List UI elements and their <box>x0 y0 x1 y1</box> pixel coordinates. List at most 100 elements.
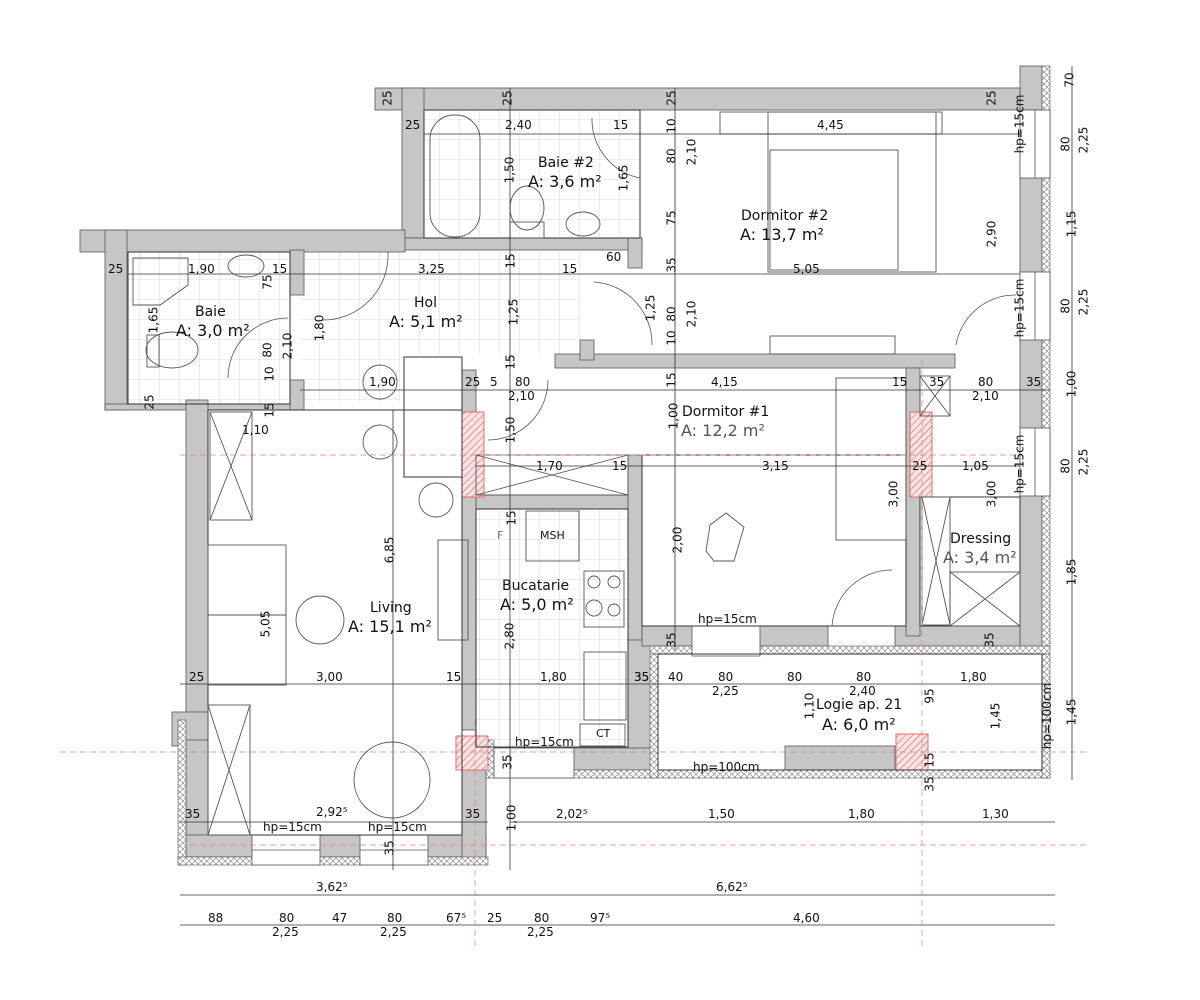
dim-bottom-130: 1,30 <box>982 807 1009 821</box>
dim-b2-80a: 80 <box>279 911 295 925</box>
dim-hol-15a: 15 <box>503 253 518 269</box>
note-hp-window-3: hp=15cm <box>1012 434 1027 494</box>
dim-logie-80b: 80 <box>787 670 803 684</box>
dim-bottom-2025: 2,02⁵ <box>556 807 588 821</box>
dim-d1-150: 1,50 <box>503 416 518 444</box>
dim-v-10b: 10 <box>664 330 679 346</box>
dim-d1-25: 25 <box>912 459 928 473</box>
dim-d1-210: 2,10 <box>972 389 999 403</box>
dim-door-125: 1,25 <box>643 294 658 322</box>
dim-dressing-300: 3,00 <box>984 480 999 508</box>
dim-b2-975: 97⁵ <box>590 911 611 925</box>
dim-hol-325: 3,25 <box>418 262 445 276</box>
note-hp-living-2: hp=15cm <box>368 820 427 834</box>
room-baie-area: A: 3,0 m² <box>176 321 250 340</box>
dim-d1-300: 3,00 <box>886 480 901 508</box>
dim-logie-35b: 35 <box>922 776 937 792</box>
dim-right-70: 70 <box>1062 72 1077 88</box>
dim-b2-88: 88 <box>208 911 224 925</box>
dim-d1-35: 35 <box>929 375 945 389</box>
note-hp-logie: hp=100cm <box>693 760 760 774</box>
dim-d1-15a: 15 <box>664 372 679 388</box>
dim-living-15b: 15 <box>446 670 462 684</box>
dim-kitchen-35b: 35 <box>500 754 515 770</box>
dim-b2-25: 25 <box>487 911 503 925</box>
note-hp-kitchen: hp=15cm <box>515 735 574 749</box>
dim-logie-225: 2,25 <box>712 684 739 698</box>
dim-baie-75: 75 <box>260 274 275 290</box>
dim-d1-80: 80 <box>978 375 994 389</box>
room-logie-name: Logie ap. 21 <box>816 697 903 713</box>
dim-b2-225b: 2,25 <box>380 925 407 939</box>
dim-hol-210: 2,10 <box>508 389 535 403</box>
room-baie-2-area: A: 3,6 m² <box>528 172 602 191</box>
dim-hol-15b: 15 <box>503 354 518 370</box>
room-hol-area: A: 5,1 m² <box>389 312 463 331</box>
dim-logie-145: 1,45 <box>988 702 1003 730</box>
dim-right-225b: 2,25 <box>1076 288 1091 316</box>
dim-logie-35c: 35 <box>664 632 679 648</box>
dim-hol-125: 1,25 <box>506 298 521 326</box>
dim-baie-25: 25 <box>108 262 124 276</box>
dim-top-25c: 25 <box>500 90 515 106</box>
dim-v-80b: 80 <box>664 306 679 322</box>
dim-v-80a: 80 <box>664 148 679 164</box>
doors <box>227 117 1017 627</box>
note-hp-dormitor1: hp=15cm <box>698 612 757 626</box>
room-dressing-area: A: 3,4 m² <box>943 548 1017 567</box>
note-hp-window-2: hp=15cm <box>1012 278 1027 338</box>
dim-dormitor2-505: 5,05 <box>793 262 820 276</box>
room-dressing-name: Dressing <box>950 531 1012 547</box>
room-hol-name: Hol <box>414 295 437 311</box>
dim-hol-5: 5 <box>490 375 498 389</box>
dim-kitchen-15: 15 <box>504 510 519 526</box>
dim-d1-170: 1,70 <box>536 459 563 473</box>
dim-living-300: 3,00 <box>316 670 343 684</box>
dim-right-80b: 80 <box>1058 298 1073 314</box>
dim-b2-675: 67⁵ <box>446 911 467 925</box>
note-hp-living-1: hp=15cm <box>263 820 322 834</box>
fixture-msh: MSH <box>540 529 565 542</box>
dim-baie-15: 15 <box>272 262 288 276</box>
dim-b2-460: 4,60 <box>793 911 820 925</box>
dim-logie-80a: 80 <box>718 670 734 684</box>
dim-d1-100: 1,00 <box>666 402 681 430</box>
dim-total-left: 3,62⁵ <box>316 880 348 894</box>
room-outlines <box>127 109 1043 836</box>
room-dormitor-1-name: Dormitor #1 <box>682 404 770 420</box>
room-bucatarie-area: A: 5,0 m² <box>500 595 574 614</box>
dim-dormitor2-290: 2,90 <box>984 220 999 248</box>
dim-d1-15c: 15 <box>612 459 628 473</box>
room-baie-2-name: Baie #2 <box>538 155 594 171</box>
dim-kitchen-180: 1,80 <box>540 670 567 684</box>
dim-living-35c: 35 <box>382 840 397 856</box>
dim-b2-225c: 2,25 <box>527 925 554 939</box>
fixture-ct: CT <box>596 727 611 740</box>
dim-hol-25: 25 <box>465 375 481 389</box>
dim-v-210b: 2,10 <box>684 300 699 328</box>
dim-top-25b: 25 <box>405 118 421 132</box>
dim-d1-15b: 15 <box>892 375 908 389</box>
dim-baie2-width: 2,40 <box>505 118 532 132</box>
dim-b2-80b: 80 <box>387 911 403 925</box>
dim-living-35a: 35 <box>185 807 201 821</box>
dim-right-225c: 2,25 <box>1076 448 1091 476</box>
dim-baie2-165: 1,65 <box>616 164 631 192</box>
dim-v-35: 35 <box>664 257 679 273</box>
dim-logie-110: 1,10 <box>802 692 817 720</box>
dim-right-80a: 80 <box>1058 136 1073 152</box>
dim-hol-80: 80 <box>515 375 531 389</box>
dim-b2-80c: 80 <box>534 911 550 925</box>
note-hp-window-1: hp=15cm <box>1012 94 1027 154</box>
furniture <box>132 111 1021 836</box>
dim-bottom-100: 1,00 <box>504 804 519 832</box>
dim-living-505: 5,05 <box>258 610 273 638</box>
dim-baie2-15: 15 <box>613 118 629 132</box>
dim-top-25a: 25 <box>380 90 395 106</box>
room-living-name: Living <box>370 600 412 616</box>
dim-b2-47: 47 <box>332 911 348 925</box>
room-dormitor-2-name: Dormitor #2 <box>741 208 829 224</box>
dim-right-115: 1,15 <box>1064 210 1079 238</box>
dim-baie-25b: 25 <box>142 394 157 410</box>
